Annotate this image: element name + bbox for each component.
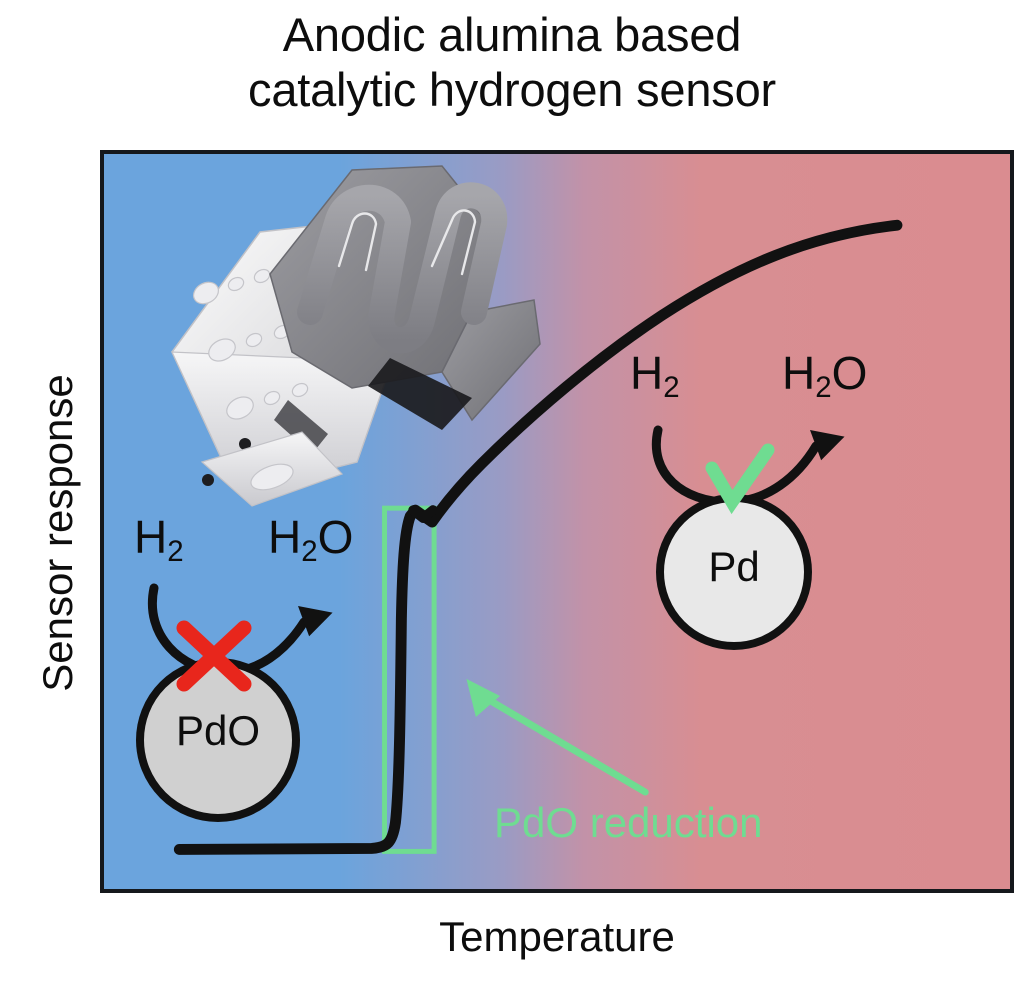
curve-step-hook — [408, 505, 439, 523]
right-arrow-head — [810, 430, 845, 461]
device-front-lip — [200, 431, 344, 507]
right-reactant-label: H2 — [630, 347, 680, 404]
sensor-response-curve — [173, 219, 903, 855]
annotation-arrow-up-left-icon — [466, 678, 649, 796]
plot-area: H2 H2O PdO H2 — [100, 150, 1014, 893]
serpentine-heater-coil — [297, 182, 508, 354]
figure-title-line-2: catalytic hydrogen sensor — [248, 62, 776, 116]
right-scheme-svg — [651, 425, 845, 650]
pd-particle-label: Pd — [708, 543, 760, 590]
right-product-label: H2O — [782, 347, 868, 404]
heater-coil-grooves — [337, 209, 477, 276]
x-axis-label: Temperature — [439, 913, 675, 960]
left-product-label: H2O — [268, 511, 354, 568]
chart-svg — [173, 219, 903, 855]
pdo-particle-label: PdO — [175, 707, 261, 754]
y-axis-label: Sensor response — [34, 374, 81, 692]
reaction-scheme-high-temperature: H2 H2O Pd — [616, 350, 916, 650]
figure-title: Anodic alumina based catalytic hydrogen … — [0, 8, 1024, 118]
pdo-reduction-annotation-label: PdO reduction — [494, 799, 763, 846]
red-cross-icon — [176, 620, 252, 692]
figure-title-line-1: Anodic alumina based — [282, 8, 742, 61]
left-scheme-svg — [136, 583, 333, 822]
device-contacts — [202, 438, 251, 486]
left-reactant-label: H2 — [134, 511, 184, 568]
green-check-icon — [705, 443, 775, 515]
device-shadow — [274, 358, 472, 454]
mems-micro-hotplate-icon — [171, 165, 541, 507]
reaction-scheme-low-temperature: H2 H2O PdO — [118, 514, 418, 844]
left-arrow-head — [298, 606, 333, 637]
